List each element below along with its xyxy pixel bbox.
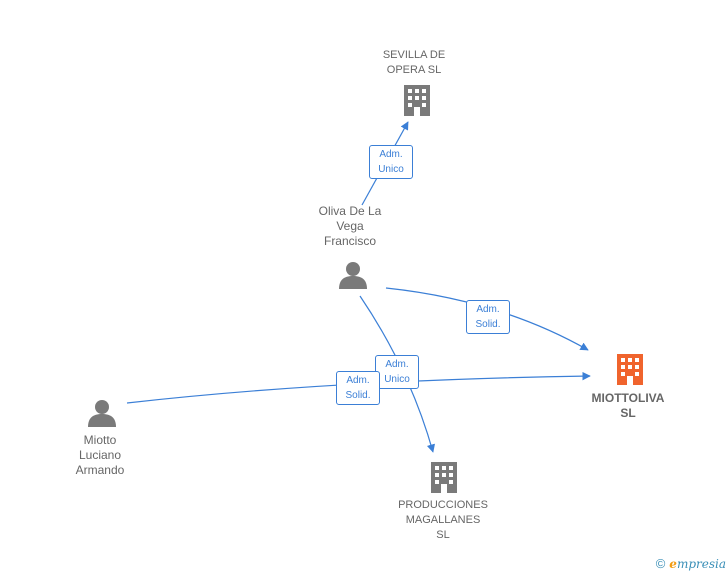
node-label-miottoliva[interactable]: MIOTTOLIVA SL (591, 391, 665, 420)
edge-label-oliva-producciones: Adm. Unico (375, 355, 419, 389)
building-icon[interactable] (401, 83, 433, 117)
edge-label-miotto-miottoliva: Adm. Solid. (336, 371, 380, 405)
person-icon[interactable] (338, 260, 368, 290)
building-icon[interactable] (428, 460, 460, 494)
brand-logo: empresia (669, 556, 726, 571)
node-label-oliva[interactable]: Oliva De La Vega Francisco (318, 204, 382, 248)
node-label-miotto[interactable]: Miotto Luciano Armando (75, 433, 125, 477)
brand-footer: © empresia (656, 556, 726, 571)
copyright-icon: © (655, 556, 666, 571)
edge-label-oliva-miottoliva: Adm. Solid. (466, 300, 510, 334)
edge-label-oliva-sevilla: Adm. Unico (369, 145, 413, 179)
node-label-producciones[interactable]: PRODUCCIONES MAGALLANES SL (398, 499, 488, 541)
person-icon[interactable] (87, 398, 117, 428)
building-primary-icon[interactable] (614, 352, 646, 386)
node-label-sevilla[interactable]: SEVILLA DE OPERA SL (382, 49, 446, 76)
